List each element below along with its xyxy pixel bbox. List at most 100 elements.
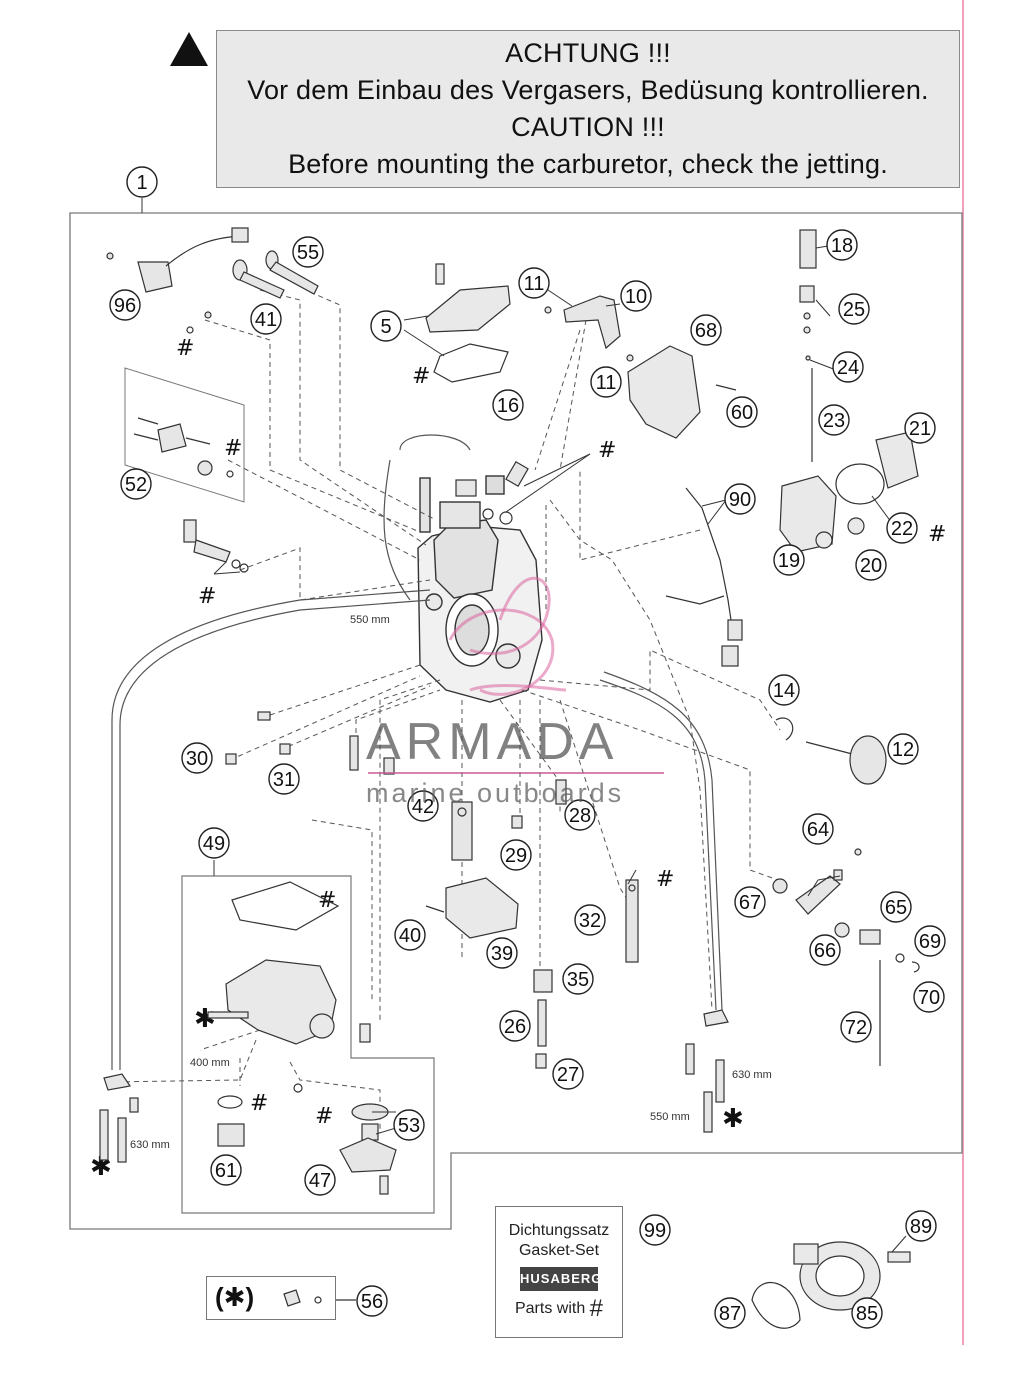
callout-10-text: 10 [625, 286, 647, 308]
callout-22: 22 [886, 512, 918, 544]
part-49-float-bowl [207, 881, 371, 1045]
callout-49: 49 [198, 827, 230, 859]
callout-70: 70 [913, 981, 945, 1013]
svg-text:#: # [250, 1091, 268, 1116]
dimension-550mm-upper: 550 mm [350, 614, 390, 626]
callout-26-text: 26 [504, 1016, 526, 1038]
callout-11b: 11 [590, 366, 622, 398]
float-bowl-frame [181, 875, 435, 1214]
svg-text:#: # [176, 336, 194, 361]
callout-27-text: 27 [557, 1064, 579, 1086]
callout-leaders [213, 244, 907, 1301]
callout-25: 25 [838, 293, 870, 325]
callout-19: 19 [773, 544, 805, 576]
callout-39-text: 39 [491, 943, 513, 965]
gasket-set-line-2: Gasket-Set [518, 1242, 600, 1259]
parts-with-text: Parts with [514, 1300, 586, 1317]
part-hose-fitting [183, 519, 249, 573]
callout-66: 66 [809, 934, 841, 966]
callout-68-text: 68 [695, 320, 717, 342]
callout-66-text: 66 [814, 940, 836, 962]
callouts: 1 96 41 55 5 11 10 68 11 60 18 25 24 23 … [109, 166, 946, 1329]
callout-11a: 11 [518, 267, 550, 299]
part-fuel-fittings [99, 1009, 729, 1163]
callout-1: 1 [126, 166, 158, 198]
parts-with-hash: # [589, 1295, 604, 1322]
dimension-400mm: 400 mm [190, 1057, 230, 1069]
svg-text:✱: ✱ [194, 1004, 216, 1034]
callout-85-text: 85 [856, 1303, 878, 1325]
callout-69-text: 69 [919, 931, 941, 953]
warning-line-3: CAUTION !!! [511, 112, 665, 142]
part-52-choke [133, 417, 234, 478]
callout-22-text: 22 [891, 518, 913, 540]
gasket-set-line-1: Dichtungssatz [508, 1222, 610, 1239]
callout-61: 61 [210, 1154, 242, 1186]
callout-96: 96 [109, 289, 141, 321]
callout-29: 29 [500, 839, 532, 871]
callout-99-text: 99 [644, 1220, 666, 1242]
choke-subframe [124, 367, 245, 503]
callout-31-text: 31 [273, 769, 295, 791]
callout-35: 35 [562, 963, 594, 995]
callout-68: 68 [690, 314, 722, 346]
callout-39: 39 [486, 937, 518, 969]
part-32-plunger [625, 879, 639, 963]
callout-56: 56 [356, 1285, 388, 1317]
callout-69: 69 [914, 925, 946, 957]
callout-12-text: 12 [892, 739, 914, 761]
part-28-29-jets [511, 779, 567, 829]
callout-42: 42 [407, 790, 439, 822]
callout-5-text: 5 [380, 316, 391, 338]
callout-23: 23 [818, 404, 850, 436]
callout-55: 55 [292, 236, 324, 268]
callout-65: 65 [880, 891, 912, 923]
callout-49-text: 49 [203, 833, 225, 855]
part-19-22-pump [779, 431, 919, 553]
callout-72-text: 72 [845, 1017, 867, 1039]
callout-21: 21 [904, 412, 936, 444]
parts-with-label: Parts with # [496, 1295, 622, 1323]
callout-11a-text: 11 [524, 273, 545, 295]
star-marks: ✱ ✱ ✱ [90, 1004, 744, 1182]
callout-64: 64 [802, 813, 834, 845]
callout-18: 18 [826, 229, 858, 261]
callout-14: 14 [768, 674, 800, 706]
page-edge-line [962, 0, 964, 1345]
part-90-screw [665, 487, 743, 667]
star-box-label: (✱) [215, 1282, 255, 1312]
watermark-brand: ARMADA [366, 713, 619, 771]
callout-56-text: 56 [361, 1291, 383, 1313]
part-18-25-23-stack [799, 229, 817, 462]
callout-47: 47 [304, 1164, 336, 1196]
part-39-float [425, 877, 519, 939]
callout-31: 31 [268, 763, 300, 795]
callout-32: 32 [574, 904, 606, 936]
callout-60-text: 60 [731, 402, 753, 424]
callout-24: 24 [832, 351, 864, 383]
callout-16: 16 [492, 389, 524, 421]
svg-text:#: # [928, 522, 946, 547]
part-42-jet [451, 801, 473, 861]
callout-87: 87 [714, 1297, 746, 1329]
callout-61-text: 61 [215, 1160, 237, 1182]
svg-text:#: # [412, 364, 430, 389]
dimension-630mm-left: 630 mm [130, 1139, 170, 1151]
callout-12: 12 [887, 733, 919, 765]
callout-65-text: 65 [885, 897, 907, 919]
callout-30-text: 30 [186, 748, 208, 770]
callout-25-text: 25 [843, 299, 865, 321]
callout-41: 41 [250, 303, 282, 335]
callout-14-text: 14 [773, 680, 795, 702]
callout-23-text: 23 [823, 410, 845, 432]
callout-27: 27 [552, 1058, 584, 1090]
svg-text:#: # [598, 438, 616, 463]
callout-28: 28 [564, 799, 596, 831]
callout-32-text: 32 [579, 910, 601, 932]
callout-40: 40 [394, 919, 426, 951]
assembly-frame [69, 212, 963, 1230]
callout-87-text: 87 [719, 1303, 741, 1325]
callout-35-text: 35 [567, 969, 589, 991]
watermark-swirl [448, 576, 567, 696]
